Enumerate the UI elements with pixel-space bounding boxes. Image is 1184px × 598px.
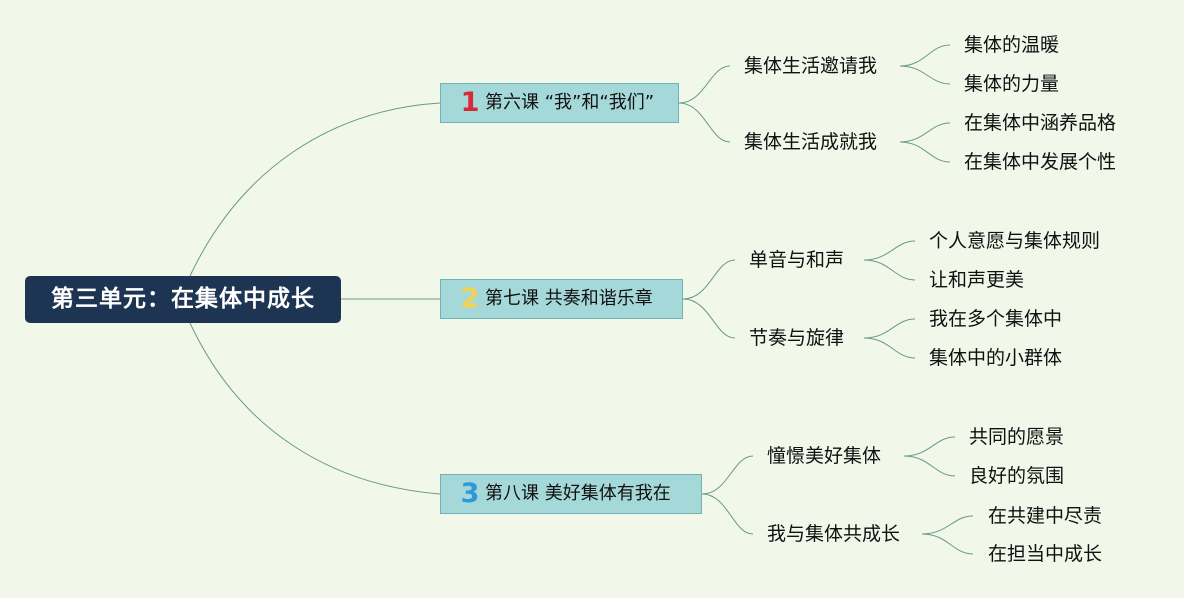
leaf-node-3-1-2[interactable]: 良好的氛围 (969, 465, 1065, 487)
lesson-label-3: 第八课 美好集体有我在 (485, 483, 671, 504)
topic-node-1-1[interactable]: 集体生活邀请我 (744, 55, 878, 77)
topic-node-3-1[interactable]: 憧憬美好集体 (767, 445, 882, 467)
lesson-number-3: 3 (460, 478, 480, 509)
leaf-node-1-1-1[interactable]: 集体的温暖 (964, 34, 1060, 56)
edge-root-lesson-3 (189, 322, 441, 495)
edge-lesson-1-topic-1 (678, 65, 731, 104)
edge-topic-2-1-leaf-1 (863, 240, 916, 261)
edge-topic-1-2-leaf-2 (899, 141, 951, 163)
lesson-number-2: 2 (460, 283, 480, 314)
edge-topic-3-2-leaf-2 (921, 533, 974, 555)
edge-lesson-2-topic-1 (682, 259, 736, 300)
edge-topic-1-1-leaf-1 (899, 44, 951, 67)
leaf-node-1-2-1[interactable]: 在集体中涵养品格 (964, 112, 1117, 134)
root-node[interactable]: 第三单元：在集体中成长 (25, 276, 341, 323)
edge-topic-1-1-leaf-2 (899, 65, 951, 85)
lesson-number-1: 1 (460, 87, 480, 118)
edge-lesson-2-topic-2 (682, 298, 736, 339)
edge-topic-2-2-leaf-2 (863, 337, 916, 359)
leaf-node-3-1-1[interactable]: 共同的愿景 (969, 426, 1065, 448)
edge-topic-2-2-leaf-1 (863, 318, 916, 339)
edge-topic-3-1-leaf-2 (903, 455, 956, 477)
lesson-label-2: 第七课 共奏和谐乐章 (485, 288, 653, 309)
leaf-node-1-2-2[interactable]: 在集体中发展个性 (964, 151, 1117, 173)
leaf-node-1-1-2[interactable]: 集体的力量 (964, 73, 1060, 95)
topic-node-2-2[interactable]: 节奏与旋律 (749, 327, 845, 349)
edge-lesson-3-topic-1 (701, 455, 754, 495)
edge-topic-3-1-leaf-1 (903, 436, 956, 457)
leaf-node-3-2-2[interactable]: 在担当中成长 (988, 543, 1103, 565)
edge-root-lesson-1 (189, 102, 441, 277)
leaf-node-2-1-1[interactable]: 个人意愿与集体规则 (929, 230, 1101, 252)
edge-lesson-1-topic-2 (678, 102, 731, 143)
topic-node-1-2[interactable]: 集体生活成就我 (744, 131, 878, 153)
edge-lesson-3-topic-2 (701, 493, 754, 535)
edge-topic-2-1-leaf-2 (863, 259, 916, 281)
leaf-node-3-2-1[interactable]: 在共建中尽责 (988, 505, 1103, 527)
edge-topic-1-2-leaf-1 (899, 122, 951, 143)
edge-topic-3-2-leaf-1 (921, 515, 974, 535)
lesson-label-1: 第六课 “我”和“我们” (485, 92, 655, 113)
leaf-node-2-1-2[interactable]: 让和声更美 (929, 269, 1025, 291)
leaf-node-2-2-2[interactable]: 集体中的小群体 (929, 347, 1063, 369)
topic-node-2-1[interactable]: 单音与和声 (749, 249, 845, 271)
topic-node-3-2[interactable]: 我与集体共成长 (767, 523, 901, 545)
leaf-node-2-2-1[interactable]: 我在多个集体中 (929, 308, 1063, 330)
